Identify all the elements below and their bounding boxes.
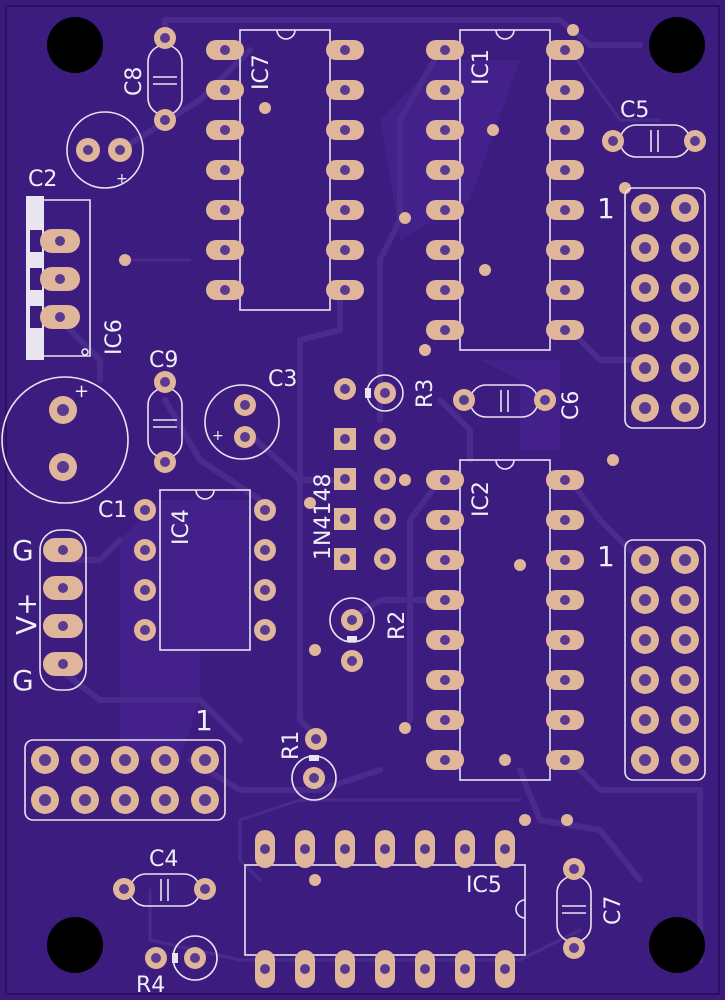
capacitor-c3[interactable]: + C3 <box>204 367 297 460</box>
resistor-r1[interactable]: R1 <box>279 728 337 801</box>
power-g-top-label: G <box>12 534 34 567</box>
mounting-hole-top-right <box>649 17 705 73</box>
header-b-pin1-label: 1 <box>597 540 615 573</box>
c6-label: C6 <box>559 391 584 420</box>
header-b-pads <box>631 546 699 774</box>
header-c-5x2[interactable]: 1 <box>24 704 226 821</box>
copper-pour <box>120 60 560 760</box>
capacitor-bulk[interactable]: + <box>1 376 129 504</box>
c4-label: C4 <box>149 847 178 872</box>
r4-label: R4 <box>136 973 165 998</box>
capacitor-c6[interactable]: C6 <box>453 384 584 420</box>
ic5-dip14[interactable]: IC5 <box>244 830 526 988</box>
ic1-label: IC1 <box>469 49 494 85</box>
ic1-dip16[interactable]: IC1 <box>426 29 584 351</box>
cbig-plus: + <box>74 381 89 402</box>
c3-plus: + <box>212 428 224 444</box>
header-c-pads <box>31 746 219 814</box>
resistor-r4[interactable]: R4 <box>136 935 218 998</box>
header-c-pin1-label: 1 <box>195 704 213 737</box>
ic7-dip14[interactable]: IC7 <box>206 29 364 311</box>
ic5-label: IC5 <box>466 873 502 898</box>
c5-label: C5 <box>620 98 649 123</box>
r3-label: R3 <box>413 379 438 408</box>
ic5-pads <box>255 830 515 988</box>
diode-array[interactable]: 1N4148 <box>311 428 396 570</box>
ic2-dip16[interactable]: IC2 <box>426 459 584 781</box>
resistor-r2[interactable]: R2 <box>329 597 410 672</box>
diode-pads <box>334 428 396 570</box>
ic7-pads <box>206 40 364 300</box>
power-v-label: V+ <box>10 592 43 635</box>
power-connector[interactable]: G V+ G <box>10 529 87 697</box>
capacitor-c9[interactable]: C9 <box>147 348 183 473</box>
r2-label: R2 <box>385 611 410 640</box>
header-a-pin1-label: 1 <box>597 192 615 225</box>
header-a-pads <box>631 194 699 422</box>
c9-label: C9 <box>149 348 178 373</box>
diode-label: 1N4148 <box>311 474 336 560</box>
ic1-pads <box>426 40 584 340</box>
c2-plus: + <box>116 171 128 187</box>
capacitor-c4[interactable]: C4 <box>113 847 216 907</box>
c1-label: C1 <box>98 498 127 523</box>
mounting-hole-bottom-right <box>649 917 705 973</box>
ic2-label: IC2 <box>469 481 494 517</box>
mounting-hole-top-left <box>47 17 103 73</box>
ic6-regulator[interactable]: IC6 <box>26 196 127 360</box>
c8-label: C8 <box>122 67 147 96</box>
c7-label: C7 <box>601 896 626 925</box>
ic6-label: IC6 <box>102 319 127 355</box>
capacitor-c8[interactable]: C8 <box>122 27 183 131</box>
capacitor-c7[interactable]: C7 <box>556 858 626 959</box>
ic4-label: IC4 <box>169 509 194 545</box>
r1-label: R1 <box>279 731 304 760</box>
header-b-2x6[interactable]: 1 <box>597 539 706 781</box>
ic2-pads <box>426 470 584 770</box>
mounting-holes <box>47 17 705 973</box>
mounting-hole-bottom-left <box>47 917 103 973</box>
vias <box>119 24 631 886</box>
copper-traces <box>57 17 703 963</box>
capacitor-c2[interactable]: + C2 <box>28 111 144 192</box>
ic6-pads <box>40 229 80 329</box>
power-connector-pads <box>43 538 83 676</box>
power-g-bottom-label: G <box>12 664 34 697</box>
ic7-label: IC7 <box>249 54 274 90</box>
header-a-2x6[interactable]: 1 <box>597 187 706 429</box>
capacitor-c5[interactable]: C5 <box>602 98 706 158</box>
ic4-pads <box>134 499 276 641</box>
c3-label: C3 <box>268 367 297 392</box>
c2-label: C2 <box>28 167 57 192</box>
ic4-dip8[interactable]: IC4 <box>134 489 276 651</box>
resistor-r3[interactable]: R3 <box>334 374 438 412</box>
